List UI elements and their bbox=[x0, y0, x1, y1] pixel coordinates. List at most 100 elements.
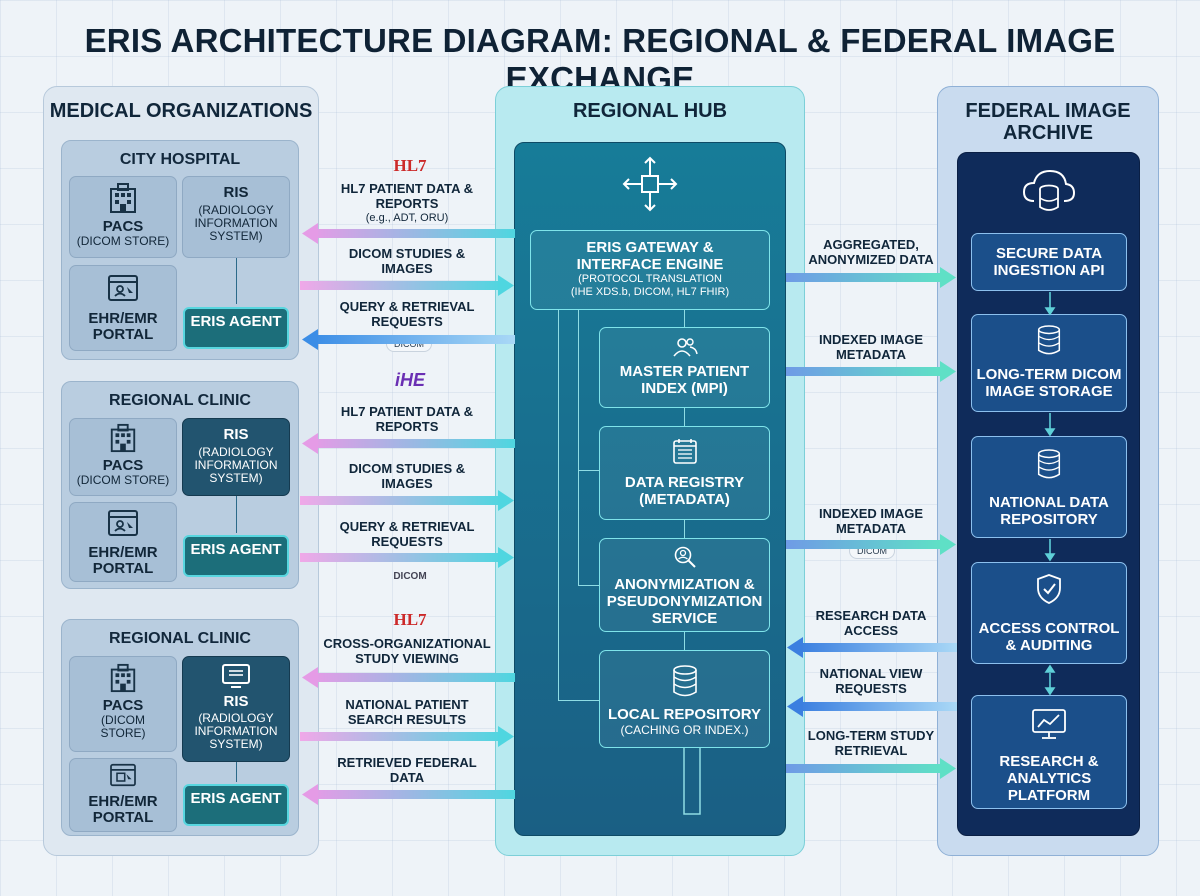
arrow-to-org bbox=[302, 433, 515, 454]
arrow-to-hub bbox=[787, 696, 957, 717]
dicom-storage-box: LONG-TERM DICOM IMAGE STORAGE bbox=[971, 314, 1127, 412]
pacs-tile: PACS (DICOM STORE) bbox=[69, 656, 177, 752]
federal-archive-heading: FEDERAL IMAGE ARCHIVE bbox=[965, 100, 1131, 144]
arrow-to-federal bbox=[786, 758, 956, 779]
arrow-to-org bbox=[302, 667, 515, 688]
pacs-sublabel: (DICOM STORE) bbox=[100, 713, 146, 740]
hl7-logo: HL7 bbox=[393, 156, 427, 175]
ris-agent-connector bbox=[236, 496, 237, 533]
gateway-title: ERIS GATEWAY & INTERFACE ENGINE bbox=[576, 239, 724, 273]
eris-agent-box: ERIS AGENT bbox=[183, 535, 289, 577]
user-search-icon bbox=[674, 546, 696, 568]
ehr-label: EHR/EMR PORTAL bbox=[88, 310, 158, 343]
flow-label: DICOM STUDIES & IMAGES bbox=[348, 461, 466, 491]
flow-label: RESEARCH DATA ACCESS bbox=[815, 608, 927, 638]
flow-connector bbox=[684, 310, 685, 328]
ris-tile: RIS (RADIOLOGY INFORMATION SYSTEM) bbox=[182, 656, 290, 762]
ris-label: RIS bbox=[223, 693, 249, 710]
page-title: ERIS ARCHITECTURE DIAGRAM: REGIONAL & FE… bbox=[84, 22, 1116, 97]
local-repository-box: LOCAL REPOSITORY (CACHING OR INDEX.) bbox=[599, 650, 770, 748]
hospital-building-icon bbox=[110, 663, 136, 693]
ris-label: RIS bbox=[223, 426, 249, 443]
gateway-bus-line bbox=[578, 310, 579, 585]
ris-tile: RIS (RADIOLOGY INFORMATION SYSTEM) bbox=[182, 176, 290, 258]
hospital-building-icon bbox=[110, 423, 136, 453]
ehr-label: EHR/EMR PORTAL bbox=[88, 544, 158, 577]
ris-agent-connector bbox=[236, 762, 237, 782]
ris-tile: RIS (RADIOLOGY INFORMATION SYSTEM) bbox=[182, 418, 290, 496]
cache-loop-line bbox=[683, 748, 701, 815]
group-title: REGIONAL CLINIC bbox=[109, 392, 251, 409]
database-icon bbox=[672, 665, 697, 697]
ihe-logo: iHE bbox=[394, 370, 425, 390]
anonymization-label: ANONYMIZATION & PSEUDONYMIZATION SERVICE bbox=[606, 576, 763, 627]
arrow-to-federal bbox=[786, 267, 956, 288]
arrow-to-hub bbox=[300, 490, 514, 511]
arrow-to-federal bbox=[786, 361, 956, 382]
arrow-to-federal bbox=[786, 534, 956, 555]
calendar-list-icon bbox=[672, 439, 697, 464]
shield-check-icon bbox=[1037, 574, 1061, 604]
arrow-to-hub bbox=[300, 275, 514, 296]
access-control-box: ACCESS CONTROL & AUDITING bbox=[971, 562, 1127, 664]
ehr-label: EHR/EMR PORTAL bbox=[88, 793, 158, 826]
flow-label: DICOM STUDIES & IMAGES bbox=[348, 246, 466, 276]
flow-label: INDEXED IMAGE METADATA bbox=[818, 506, 923, 536]
browser-window-icon bbox=[108, 275, 138, 301]
ehr-tile: EHR/EMR PORTAL bbox=[69, 265, 177, 351]
pacs-tile: PACS (DICOM STORE) bbox=[69, 176, 177, 258]
secure-ingestion-box: SECURE DATA INGESTION API bbox=[971, 233, 1127, 291]
move-arrows-icon bbox=[622, 156, 678, 212]
flow-label: AGGREGATED, ANONYMIZED DATA bbox=[808, 237, 934, 267]
bus-connector bbox=[558, 700, 599, 701]
database-icon bbox=[1037, 449, 1061, 479]
browser-window-icon bbox=[108, 510, 138, 536]
eris-gateway-box: ERIS GATEWAY & INTERFACE ENGINE (PROTOCO… bbox=[530, 230, 770, 310]
federal-flow-connectors bbox=[1044, 292, 1056, 696]
dicom-logo: DICOM bbox=[393, 571, 427, 582]
arrow-to-org bbox=[302, 329, 515, 350]
flow-label: INDEXED IMAGE METADATA bbox=[818, 332, 923, 362]
arrow-to-org bbox=[302, 784, 515, 805]
local-repository-sublabel: (CACHING OR INDEX.) bbox=[620, 723, 749, 737]
pacs-label: PACS bbox=[102, 218, 144, 235]
ris-label: RIS bbox=[223, 184, 249, 201]
gateway-sub2: (IHE XDS.b, DICOM, HL7 FHIR) bbox=[570, 286, 730, 298]
medical-organizations-heading: MEDICAL ORGANIZATIONS bbox=[49, 100, 313, 122]
federal-box-label: ACCESS CONTROL & AUDITING bbox=[978, 620, 1120, 654]
mpi-label: MASTER PATIENT INDEX (MPI) bbox=[619, 363, 750, 397]
hospital-building-icon bbox=[110, 183, 136, 213]
pacs-sublabel: (DICOM STORE) bbox=[76, 473, 170, 487]
ehr-tile: EHR/EMR PORTAL bbox=[69, 758, 177, 832]
browser-window-icon bbox=[110, 763, 136, 787]
pacs-sublabel: (DICOM STORE) bbox=[76, 234, 170, 248]
federal-box-label: SECURE DATA INGESTION API bbox=[993, 245, 1105, 279]
hl7-logo: HL7 bbox=[393, 610, 427, 629]
gateway-sub1: (PROTOCOL TRANSLATION bbox=[578, 273, 722, 285]
eris-agent-box: ERIS AGENT bbox=[183, 784, 289, 826]
ris-agent-connector bbox=[236, 258, 237, 304]
ris-sublabel: (RADIOLOGY INFORMATION SYSTEM) bbox=[194, 445, 278, 485]
flow-label: NATIONAL VIEW REQUESTS bbox=[819, 666, 923, 696]
arrow-to-hub bbox=[300, 547, 514, 568]
users-icon bbox=[672, 338, 698, 357]
bus-connector bbox=[578, 585, 599, 586]
local-repository-label: LOCAL REPOSITORY bbox=[607, 706, 762, 723]
regional-hub-heading: REGIONAL HUB bbox=[572, 100, 728, 122]
federal-box-label: RESEARCH & ANALYTICS PLATFORM bbox=[999, 753, 1099, 804]
arrow-to-hub bbox=[300, 726, 514, 747]
monitor-icon bbox=[222, 664, 250, 688]
ehr-tile: EHR/EMR PORTAL bbox=[69, 502, 177, 582]
flow-label: LONG-TERM STUDY RETRIEVAL bbox=[807, 728, 935, 758]
group-title: CITY HOSPITAL bbox=[119, 151, 241, 168]
group-title: REGIONAL CLINIC bbox=[109, 630, 251, 647]
flow-label: RETRIEVED FEDERAL DATA bbox=[337, 755, 477, 785]
mpi-box: MASTER PATIENT INDEX (MPI) bbox=[599, 327, 770, 408]
flow-label: QUERY & RETRIEVAL REQUESTS bbox=[339, 519, 475, 549]
database-icon bbox=[1037, 325, 1061, 355]
data-registry-label: DATA REGISTRY (METADATA) bbox=[624, 474, 745, 508]
ris-sublabel: (RADIOLOGY INFORMATION SYSTEM) bbox=[194, 203, 278, 243]
eris-agent-box: ERIS AGENT bbox=[183, 307, 289, 349]
analytics-monitor-icon bbox=[1032, 709, 1066, 739]
